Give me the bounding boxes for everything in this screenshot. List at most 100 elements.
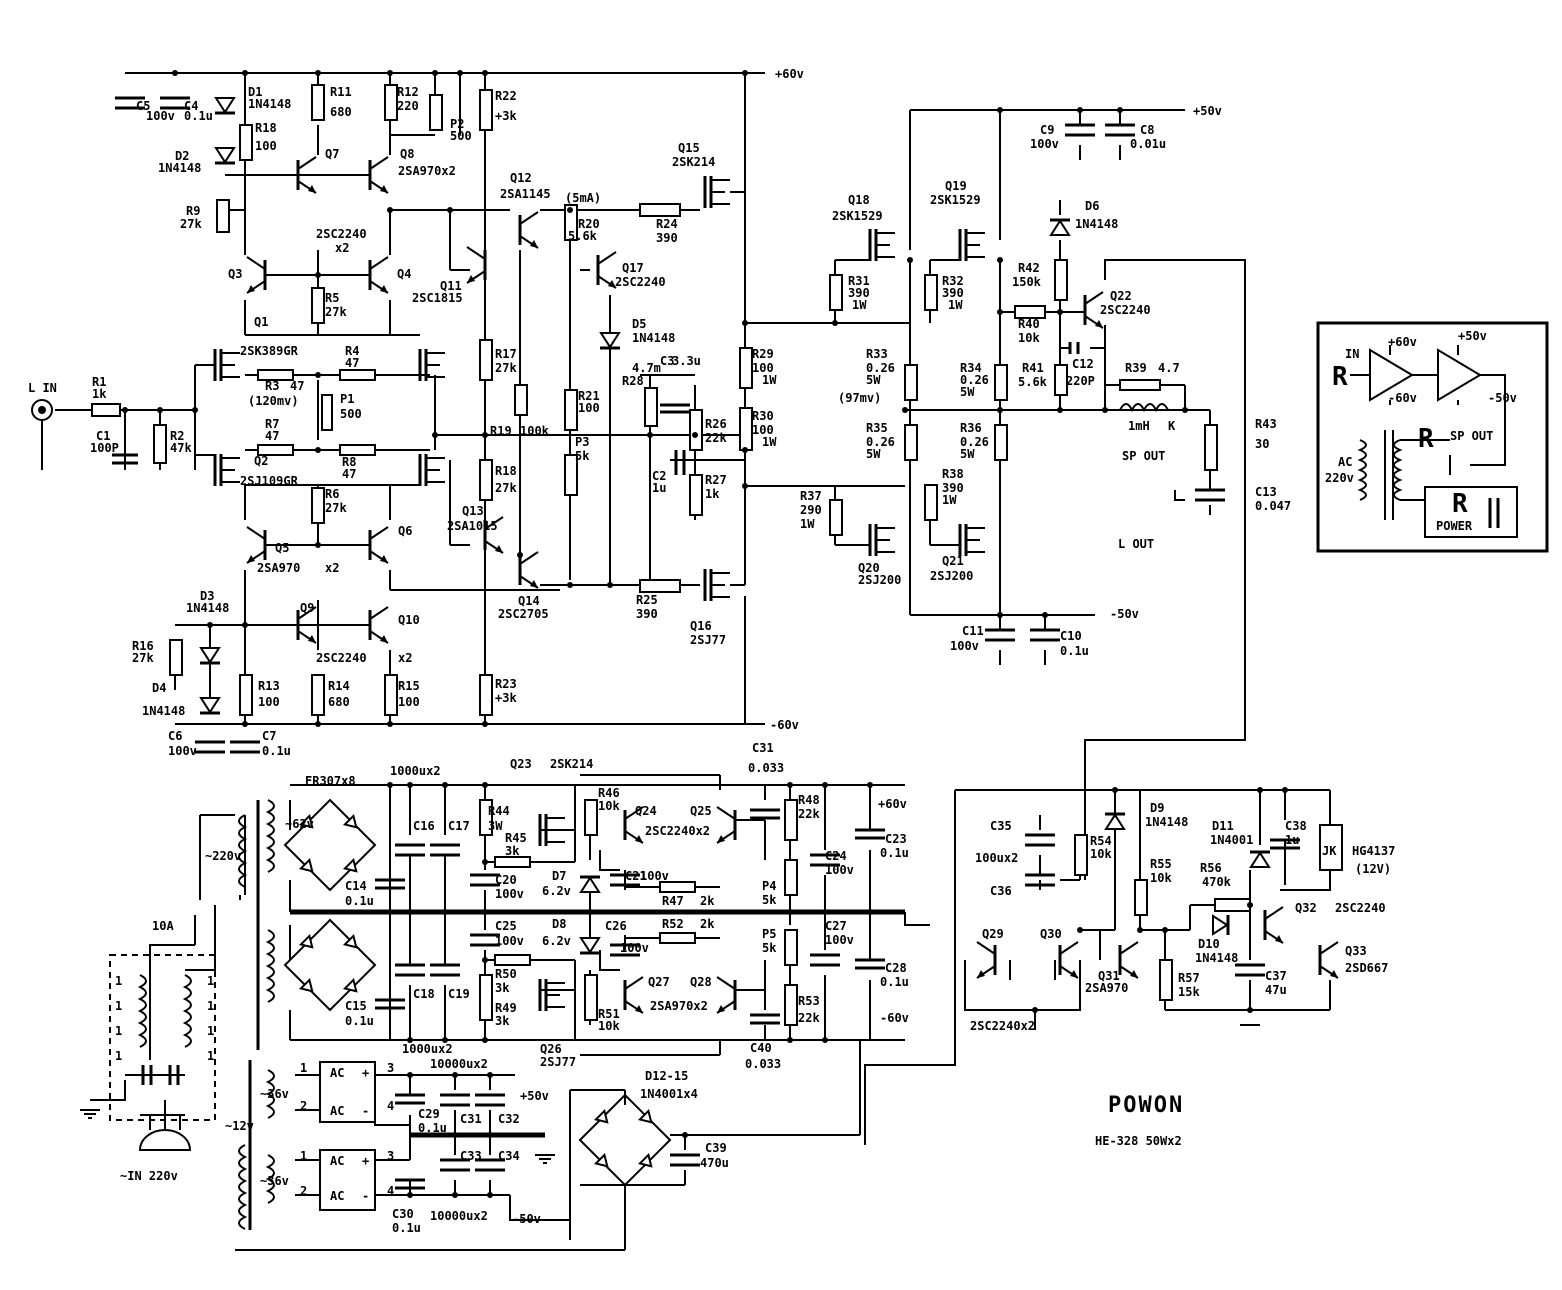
label-relay: HG4137 (1352, 844, 1395, 858)
label-ac: AC (330, 1154, 344, 1168)
transistor-icon (623, 806, 644, 844)
junction-dot (432, 432, 438, 438)
label-c5v: 100v (146, 109, 175, 123)
label-c16: C16 (413, 819, 435, 833)
junction-dot (1257, 787, 1263, 793)
label-c26: C26 (605, 919, 627, 933)
label-c9v: 100v (1030, 137, 1059, 151)
label-c23: C23 (885, 832, 907, 846)
label-d11: D11 (1212, 819, 1234, 833)
label-p4: 4 (387, 1099, 394, 1113)
label-q26v: 2SJ77 (540, 1055, 576, 1069)
fet-icon (213, 454, 240, 486)
label-q29: Q29 (982, 927, 1004, 941)
label-c27v: 100v (825, 933, 854, 947)
label-c5: C5 (136, 99, 150, 113)
junction-dot (997, 107, 1003, 113)
fet-icon (958, 524, 985, 556)
label-q14v: 2SC2705 (498, 607, 549, 621)
label-lout: L OUT (1118, 537, 1154, 551)
label-c13: C13 (1255, 485, 1277, 499)
diode-icon (579, 875, 601, 893)
label-q15: Q15 (678, 141, 700, 155)
coil-icon (1119, 403, 1169, 413)
fet-icon (418, 349, 445, 381)
junction-dot (452, 1192, 458, 1198)
label-d9v: 1N4148 (1145, 815, 1188, 829)
label-r50v: 3k (495, 981, 510, 995)
label-q2930: 2SC2240x2 (970, 1019, 1035, 1033)
label-r24v: 390 (656, 231, 678, 245)
fet-icon (868, 229, 895, 261)
label-r15: R15 (398, 679, 420, 693)
label-ac: AC (330, 1104, 344, 1118)
junction-dot (407, 909, 413, 915)
bridge-rectifier-icon (283, 918, 377, 1012)
label-r31: R31 (848, 274, 870, 288)
label-r4v: 47 (345, 356, 359, 370)
label-q78: 2SA970x2 (398, 164, 456, 178)
label-inset_50p: +50v (1458, 329, 1487, 343)
label-r17: R17 (495, 347, 517, 361)
label-c24: C24 (825, 849, 847, 863)
label-p4: P4 (762, 879, 776, 893)
transistor-icon (368, 606, 389, 644)
label-r34: R34 (960, 361, 982, 375)
fet-icon (213, 349, 240, 381)
junction-dot (692, 432, 698, 438)
label-d2: D2 (175, 149, 189, 163)
transistor-icon (246, 526, 267, 564)
label-r51v: 10k (598, 1019, 620, 1033)
label-q30: Q30 (1040, 927, 1062, 941)
label-r45v: 3k (505, 844, 520, 858)
label-c23v: 0.1u (880, 846, 909, 860)
junction-dot (387, 721, 393, 727)
junction-dot (242, 721, 248, 727)
label-r28v: 4.7m (632, 361, 661, 375)
label-inset_spout: SP OUT (1450, 429, 1493, 443)
junction-dot (442, 782, 448, 788)
junction-dot (647, 432, 653, 438)
label-p3: 3 (387, 1061, 394, 1075)
transistor-icon (623, 976, 644, 1014)
label-d8: D8 (552, 917, 566, 931)
label-r12: R12 (397, 85, 419, 99)
label-r3: R3 (265, 379, 279, 393)
label-r42v: 150k (1012, 275, 1042, 289)
label-d5v: 1N4148 (632, 331, 675, 345)
label-r35: R35 (866, 421, 888, 435)
label-c12: C12 (1072, 357, 1094, 371)
label-c40: C40 (750, 1041, 772, 1055)
label-r39v: 4.7 (1158, 361, 1180, 375)
label-v60p2: +60v (878, 797, 907, 811)
label-p1: 1 (300, 1149, 307, 1163)
label-q910b: x2 (398, 651, 412, 665)
label-r36v: 0.26 (960, 435, 989, 449)
label-r47: R47 (662, 894, 684, 908)
junction-dot (742, 70, 748, 76)
junction-dot (587, 909, 593, 915)
label-c4v: 0.1u (184, 109, 213, 123)
label-inset_ac: AC (1338, 455, 1352, 469)
label-c39v: 470u (700, 1156, 729, 1170)
junction-dot (997, 257, 1003, 263)
diodes (199, 97, 1271, 955)
label-minus: - (362, 1104, 369, 1118)
label-r37v: 290 (800, 503, 822, 517)
junction-dot (122, 407, 128, 413)
label-q24: Q24 (635, 804, 657, 818)
junction-dot (172, 70, 178, 76)
label-r1v: 1k (92, 387, 107, 401)
label-d2v: 1N4148 (158, 161, 201, 175)
label-c24v: 100v (825, 863, 854, 877)
transistor-icon (1318, 941, 1339, 979)
label-q21: Q21 (942, 554, 964, 568)
label-r35v: 0.26 (866, 435, 895, 449)
junction-dot (1247, 902, 1253, 908)
label-r53: R53 (798, 994, 820, 1008)
label-c11v: 100v (950, 639, 979, 653)
label-c25: C25 (495, 919, 517, 933)
transistor-icon (1058, 941, 1079, 979)
junction-dot (442, 1037, 448, 1043)
label-r41: R41 (1022, 361, 1044, 375)
